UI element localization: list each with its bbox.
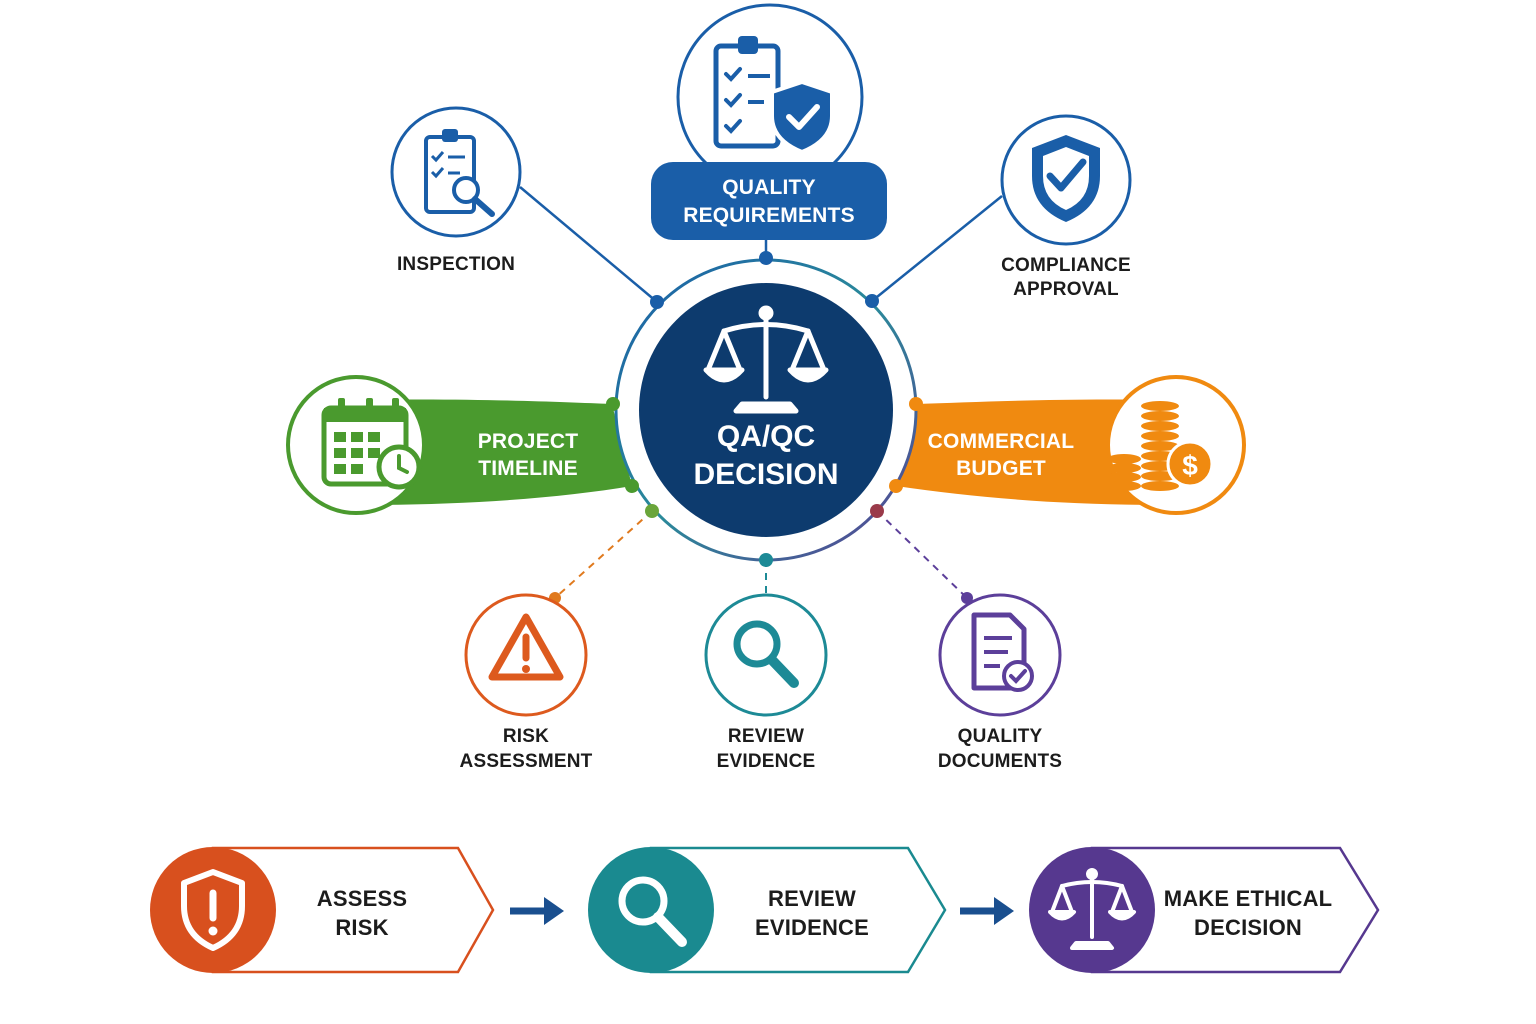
center-title: QA/QC DECISION	[640, 418, 892, 494]
commercial-budget-line1: COMMERCIAL	[927, 430, 1075, 453]
node-quality-documents	[938, 593, 1062, 717]
checklist-shield-icon	[713, 36, 834, 155]
connector-documents	[876, 510, 968, 599]
connectors	[519, 186, 1003, 599]
budget-ribbon	[896, 399, 1170, 505]
process-step-1-label: ASSESS RISK	[282, 884, 442, 942]
review-evidence-line2: EVIDENCE	[716, 751, 816, 772]
connector-compliance	[871, 195, 1003, 302]
shield-exclamation-icon	[181, 869, 245, 951]
quality-requirements-line2: REQUIREMENTS	[683, 204, 855, 227]
arrow-right-icon	[994, 897, 1014, 925]
process-arrow-2	[960, 897, 1014, 925]
scales-of-justice-icon	[1048, 868, 1136, 950]
node-inspection	[390, 106, 522, 238]
quality-requirements-label: QUALITY REQUIREMENTS	[651, 174, 887, 230]
warning-triangle-icon	[488, 613, 564, 681]
calendar-clock-icon	[321, 398, 422, 490]
project-timeline-line1: PROJECT	[477, 430, 579, 453]
process-step-3	[1029, 846, 1380, 974]
connector-risk	[554, 510, 653, 599]
svg-text:$: $	[1182, 450, 1198, 481]
process-step-2-line2: EVIDENCE	[754, 915, 870, 940]
ring-dots	[549, 251, 973, 604]
coins-dollar-icon: $	[1107, 401, 1214, 491]
node-quality-requirements	[651, 3, 887, 240]
process-step-3-label: MAKE ETHICAL DECISION	[1158, 884, 1338, 942]
review-evidence-line1: REVIEW	[727, 726, 805, 747]
process-arrow-1	[510, 897, 564, 925]
quality-documents-line1: QUALITY	[957, 726, 1043, 747]
quality-requirements-line1: QUALITY	[722, 176, 816, 199]
risk-assessment-line1: RISK	[502, 726, 550, 747]
compliance-approval-label: COMPLIANCE APPROVAL	[976, 254, 1156, 302]
center-scales-icon	[703, 305, 829, 414]
commercial-budget-line2: BUDGET	[956, 457, 1046, 480]
quality-documents-line2: DOCUMENTS	[937, 751, 1063, 772]
process-step-1-line1: ASSESS	[316, 886, 408, 911]
risk-assessment-label: RISK ASSESSMENT	[436, 724, 616, 774]
process-step-3-line2: DECISION	[1194, 915, 1302, 940]
project-timeline-label: PROJECT TIMELINE	[448, 428, 608, 482]
process-step-1-line2: RISK	[335, 915, 389, 940]
review-evidence-label: REVIEW EVIDENCE	[676, 724, 856, 774]
connector-inspection	[519, 186, 658, 303]
process-step-2-line1: REVIEW	[768, 886, 856, 911]
clipboard-magnifier-icon	[424, 129, 495, 217]
timeline-ribbon	[360, 399, 632, 505]
magnifier-icon	[733, 620, 799, 688]
risk-assessment-line2: ASSESSMENT	[459, 751, 593, 772]
compliance-approval-line1: COMPLIANCE	[1001, 255, 1131, 276]
magnifier-icon	[618, 876, 687, 947]
node-review-evidence	[704, 593, 828, 717]
node-commercial-budget: $	[1106, 375, 1246, 515]
inspection-line1: INSPECTION	[396, 254, 516, 275]
inspection-label: INSPECTION	[376, 253, 536, 277]
document-check-icon	[971, 612, 1034, 692]
node-project-timeline	[286, 375, 426, 515]
quality-documents-label: QUALITY DOCUMENTS	[910, 724, 1090, 774]
process-step-2	[588, 846, 947, 974]
node-risk-assessment	[464, 593, 588, 717]
compliance-approval-line2: APPROVAL	[1013, 279, 1119, 300]
center-title-line1: QA/QC	[716, 420, 816, 453]
node-compliance-approval	[1000, 114, 1132, 246]
process-step-2-label: REVIEW EVIDENCE	[722, 884, 902, 942]
shield-check-icon	[1032, 135, 1100, 222]
center-title-line2: DECISION	[693, 458, 839, 491]
project-timeline-line2: TIMELINE	[478, 457, 578, 480]
process-step-1	[150, 846, 495, 974]
commercial-budget-label: COMMERCIAL BUDGET	[920, 428, 1082, 482]
process-step-3-line1: MAKE ETHICAL	[1163, 886, 1333, 911]
arrow-right-icon	[544, 897, 564, 925]
